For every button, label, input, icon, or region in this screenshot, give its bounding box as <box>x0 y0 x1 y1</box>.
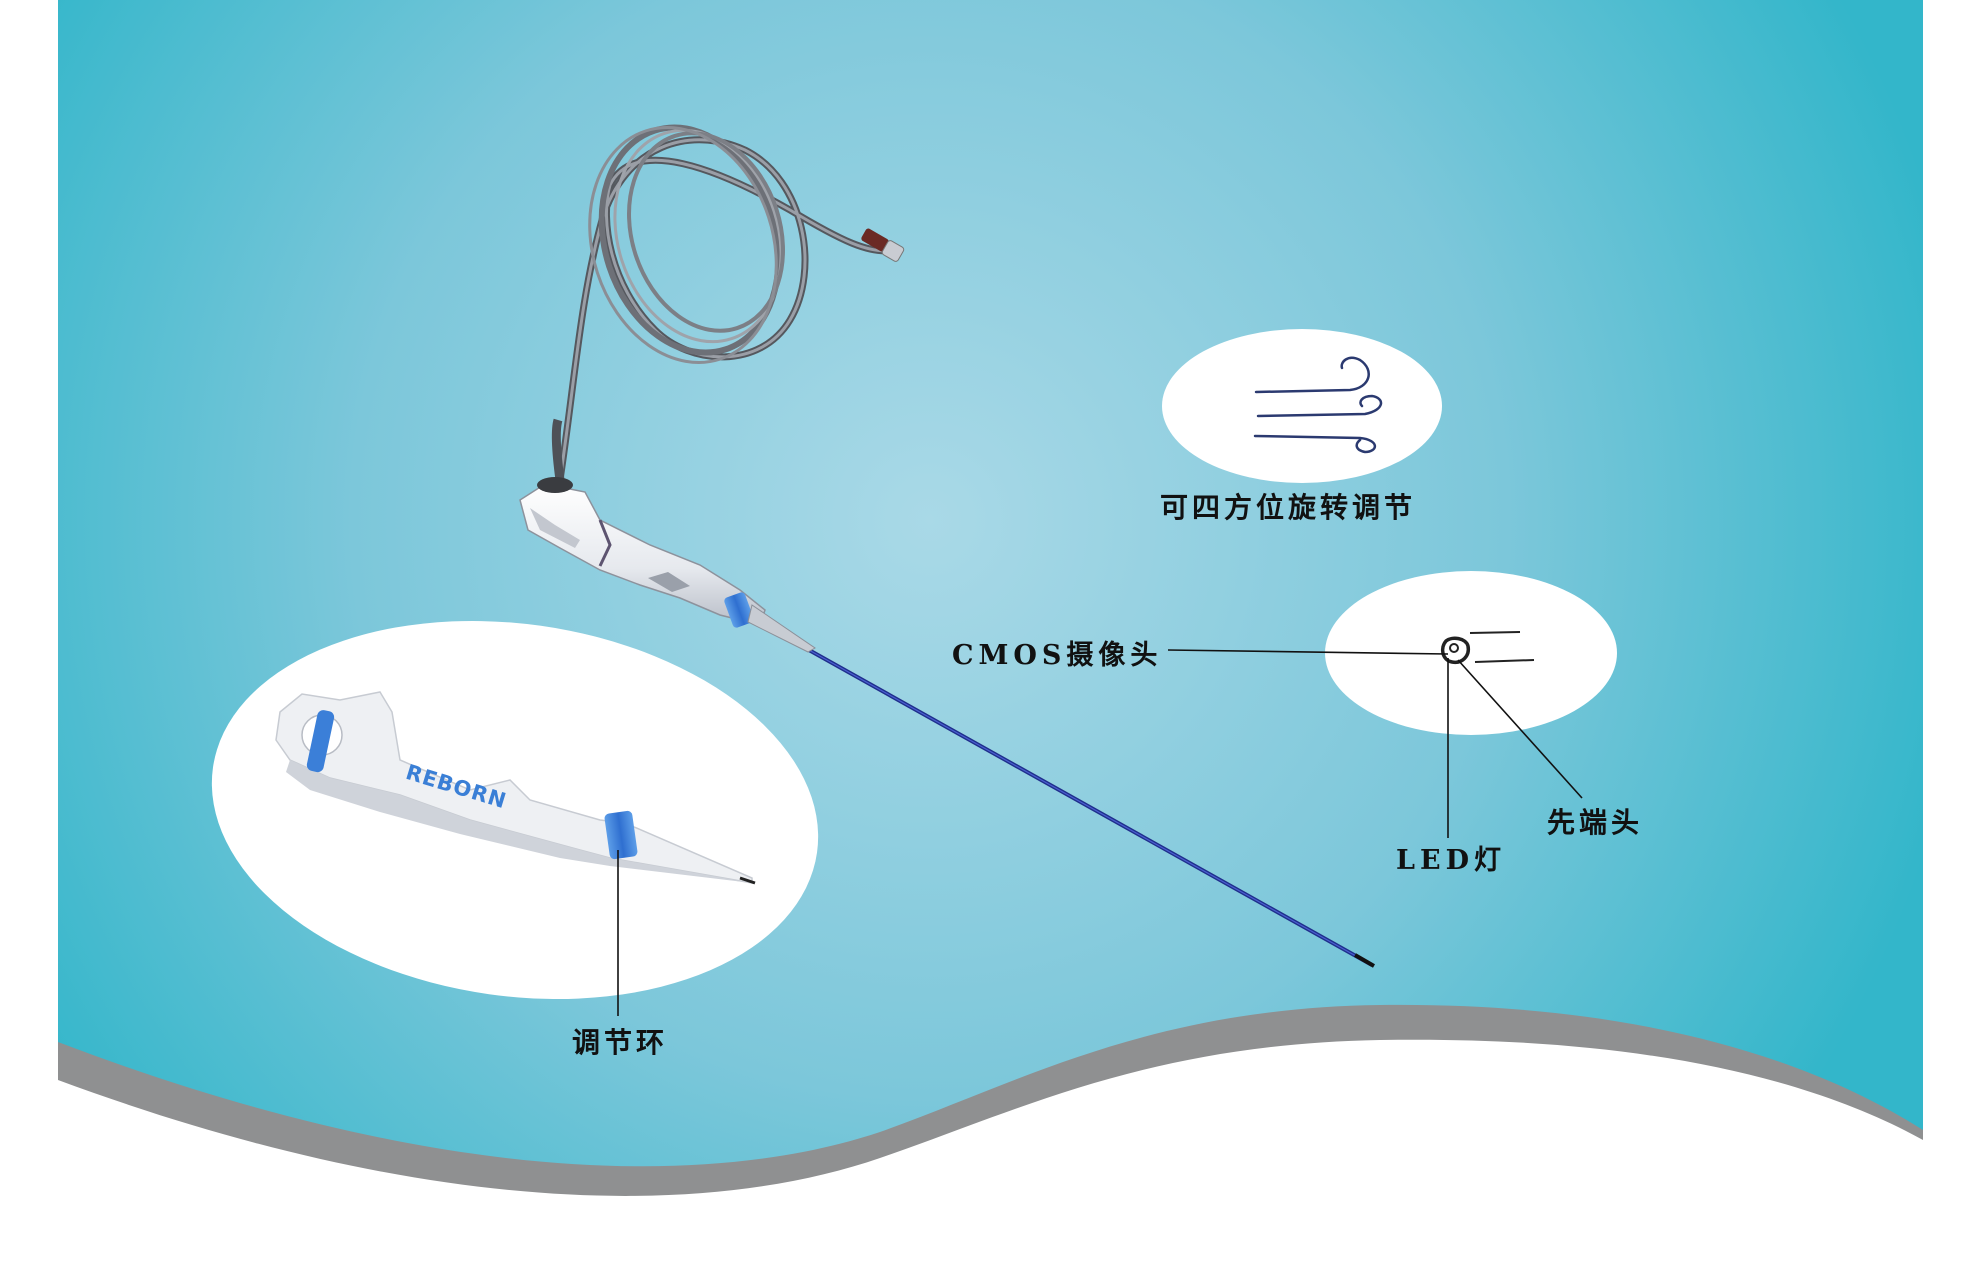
tip-leader <box>1457 659 1583 799</box>
cmos-camera-label: CMOS摄像头 <box>952 640 1163 671</box>
endoscope-handle <box>519 477 816 653</box>
adjust-ring <box>604 810 638 860</box>
cmos-leader <box>1167 649 1449 655</box>
cable-connector <box>861 228 905 262</box>
endoscope-device <box>519 124 1376 968</box>
leader-lines <box>617 649 1583 1016</box>
rotation-detail-bubble <box>1162 329 1442 483</box>
adjust-ring-label: 调节环 <box>572 1026 669 1059</box>
bending-tip-illustration <box>1253 356 1383 454</box>
wave-band <box>58 1004 1923 1196</box>
rotation-adjust-label: 可四方位旋转调节 <box>1160 491 1417 524</box>
coiled-cable <box>556 124 899 484</box>
background-panel <box>58 0 1923 1175</box>
tip-detail-bubble <box>1325 571 1617 735</box>
led-light-label: LED灯 <box>1396 845 1506 876</box>
handle-closeup <box>275 691 756 885</box>
distal-tip-label: 先端头 <box>1547 806 1644 839</box>
